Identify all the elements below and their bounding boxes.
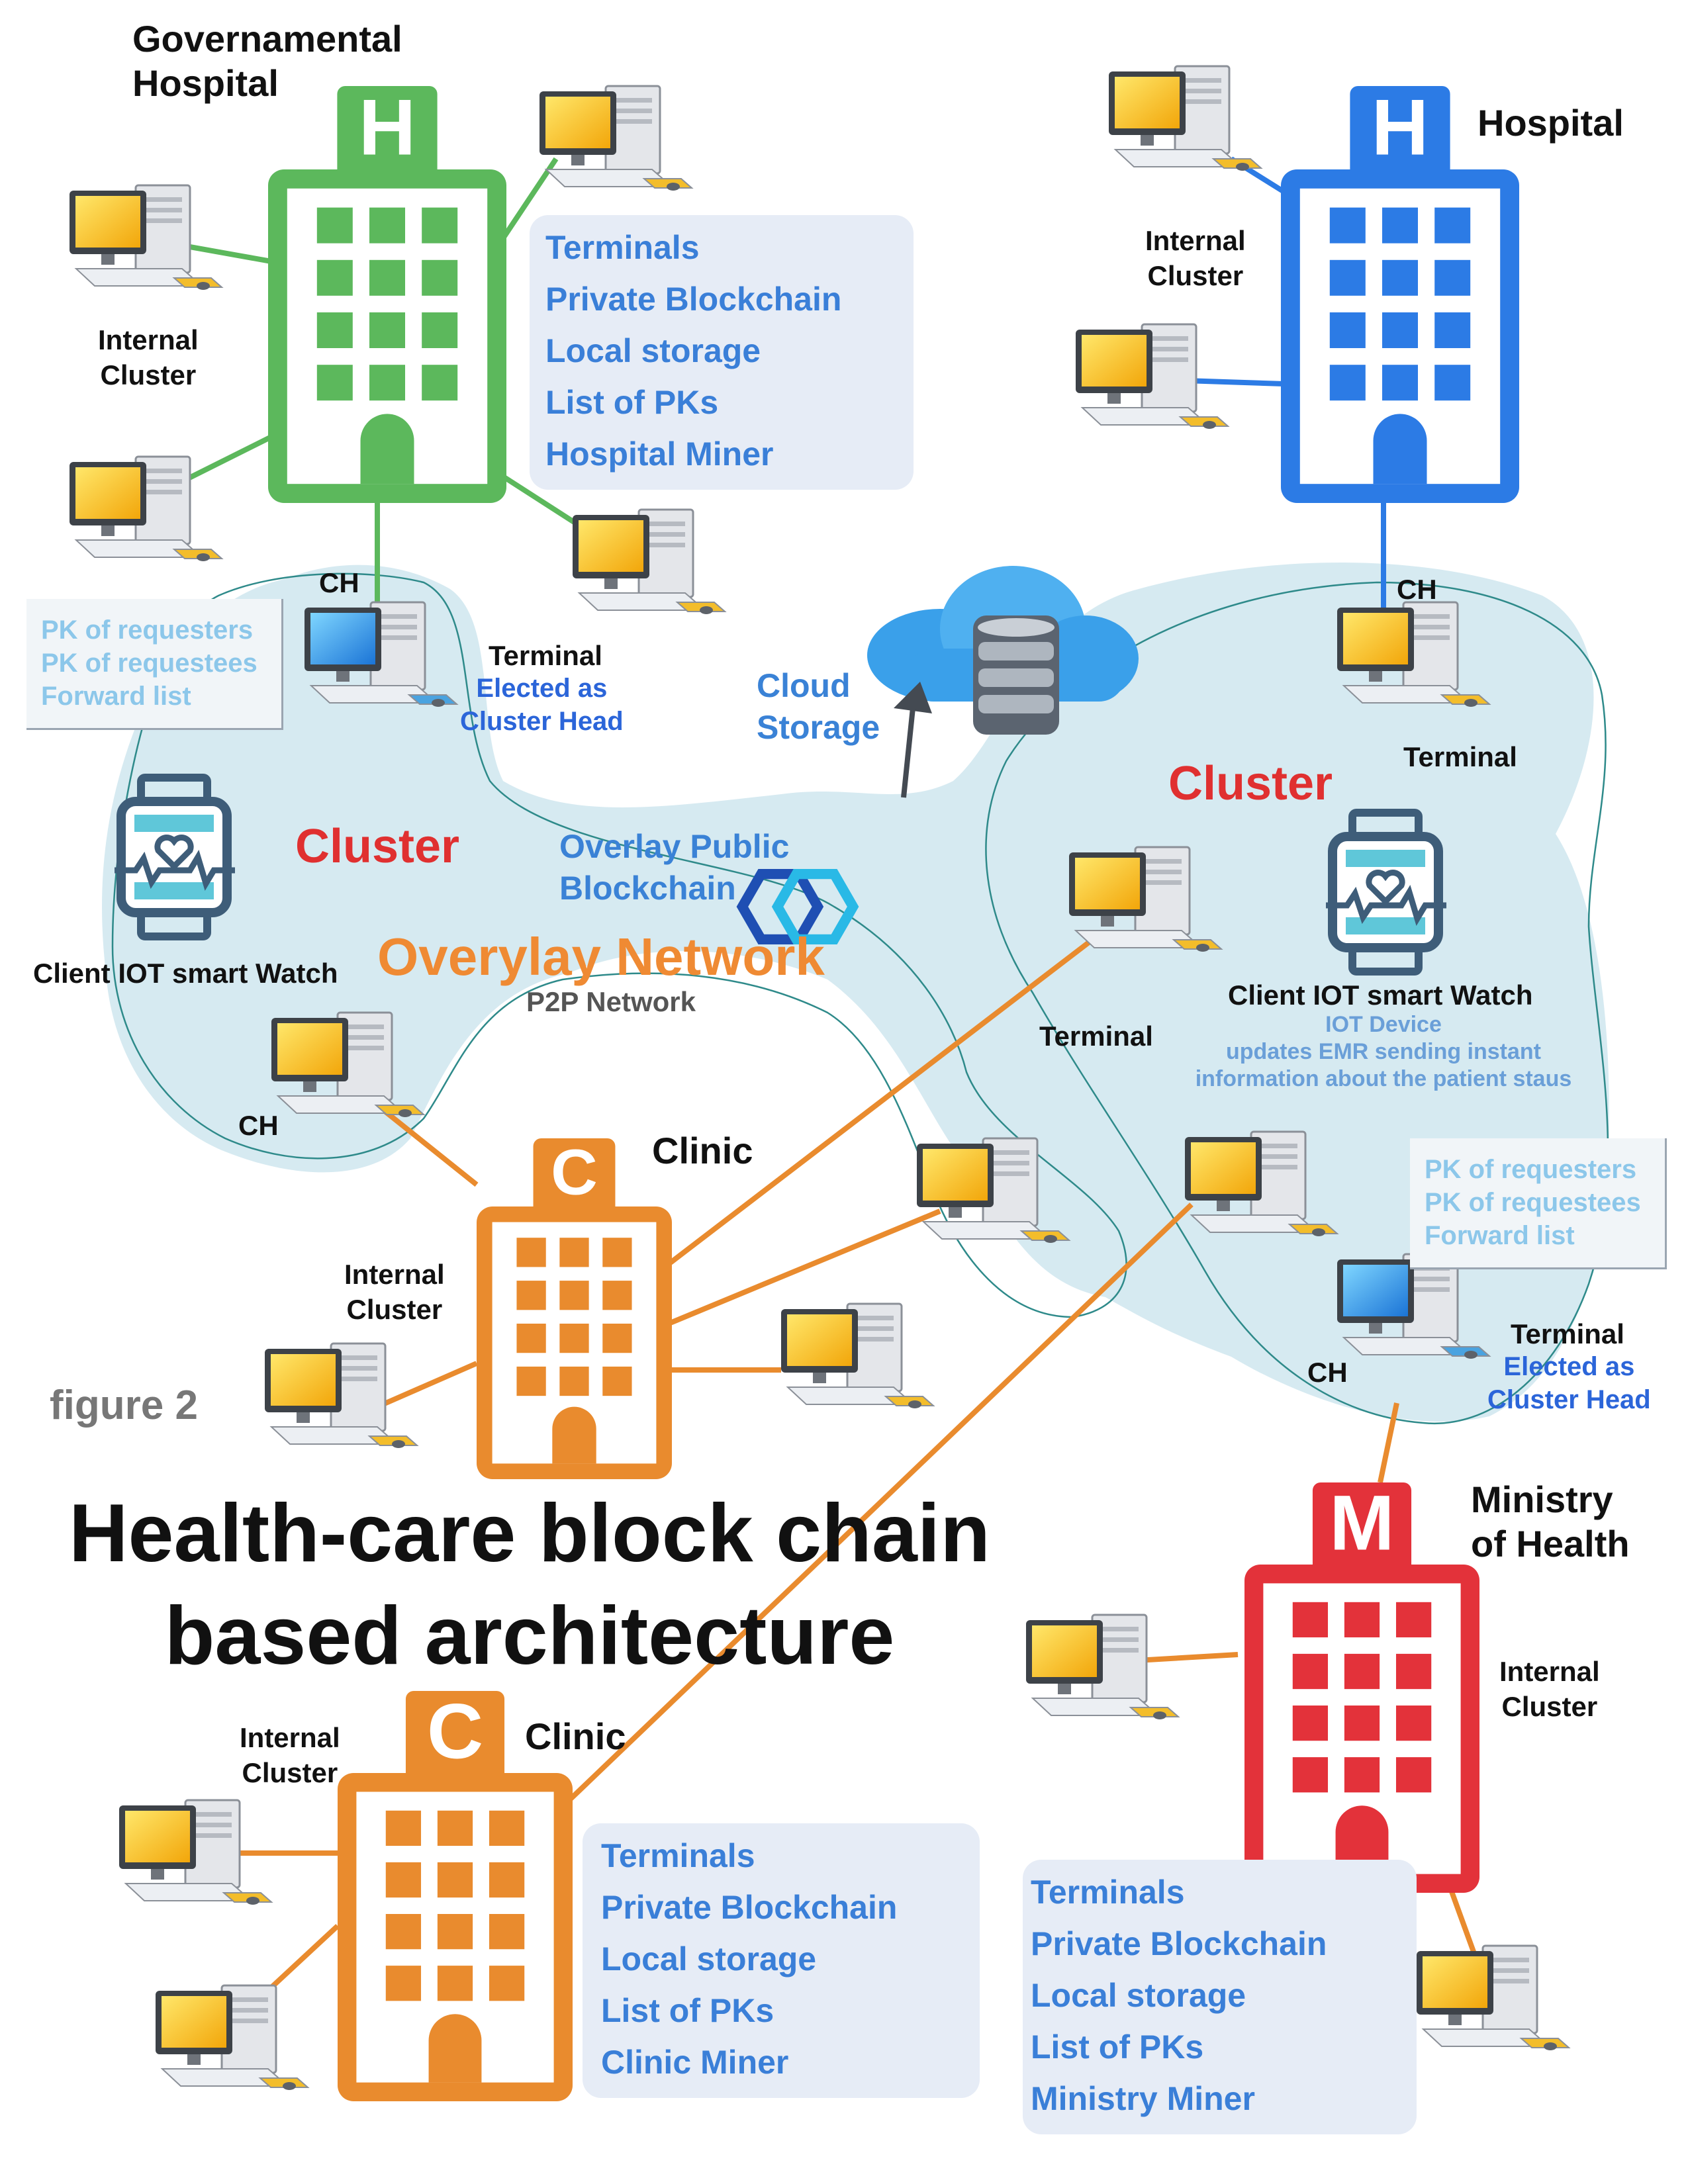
info-item: Hospital Miner [545, 435, 774, 473]
smartwatch-label-left: Client IOT smart Watch [33, 958, 338, 989]
building-icon: C [338, 1688, 573, 2101]
overlay-network-title: Overylay Network [377, 927, 825, 986]
ch-label: CH [238, 1110, 279, 1141]
info-item: List of PKs [545, 384, 719, 421]
desktop-computer-icon [780, 1302, 935, 1410]
desktop-computer-icon [68, 184, 223, 291]
pk-item: PK of requesters [1425, 1155, 1637, 1184]
building-icon: H [1281, 83, 1519, 503]
building-icon: H [268, 83, 506, 503]
info-item: Private Blockchain [1031, 1925, 1327, 1962]
pk-item: Forward list [41, 682, 191, 711]
ministry-name: Ministry of Health [1471, 1479, 1630, 1565]
info-item: Clinic Miner [601, 2044, 789, 2081]
ministry-info-list: Terminals Private Blockchain Local stora… [1031, 1866, 1327, 2124]
terminal-label: Terminal [489, 640, 602, 671]
hospital-name: Hospital [1477, 102, 1624, 144]
clinic-mid-name: Clinic [652, 1130, 753, 1171]
info-item: Local storage [601, 1940, 817, 1978]
figure-label: figure 2 [50, 1383, 198, 1428]
cluster-label-left: Cluster [295, 820, 460, 873]
ministry-info-box: Terminals Private Blockchain Local stora… [1023, 1860, 1417, 2134]
gov-hospital-info-list: Terminals Private Blockchain Local stora… [545, 222, 841, 480]
info-item: Terminals [1031, 1874, 1185, 1911]
building-letter: H [1372, 83, 1429, 171]
gov-hospital-name: Governamental Hospital [132, 18, 402, 105]
pk-list-box-right: PK of requesters PK of requestees Forwar… [1410, 1138, 1667, 1269]
overlay-network-subtitle: P2P Network [526, 986, 696, 1017]
building-letter: M [1329, 1479, 1394, 1567]
clinic-info-box: Terminals Private Blockchain Local stora… [583, 1823, 980, 2098]
smartwatch-icon-right [1326, 813, 1446, 972]
building-letter: C [551, 1135, 598, 1208]
orange-links [238, 937, 1479, 2014]
info-item: Local storage [545, 332, 761, 369]
desktop-computer-icon [1074, 323, 1229, 430]
desktop-computer-icon [263, 1342, 418, 1449]
desktop-computer-icon [571, 508, 726, 615]
cloud-database-icon [867, 566, 1139, 735]
building-letter: C [427, 1688, 483, 1775]
info-item: List of PKs [1031, 2028, 1204, 2066]
terminal-label: Terminal [1511, 1318, 1624, 1349]
smartwatch-label-right: Client IOT smart Watch [1228, 979, 1533, 1011]
info-item: Terminals [545, 229, 700, 266]
pk-item: PK of requestees [1425, 1188, 1641, 1217]
overlay-network-region [102, 563, 1609, 1422]
terminal-label: Terminal [1403, 741, 1517, 772]
info-item: Local storage [1031, 1977, 1246, 2014]
clinic-bottom-name: Clinic [525, 1715, 626, 1757]
gov-hospital-info-box: Terminals Private Blockchain Local stora… [530, 215, 914, 490]
pk-item: PK of requesters [41, 615, 254, 645]
ch-label: CH [1397, 574, 1437, 605]
info-item: Terminals [601, 1837, 755, 1874]
page-title: Health-care block chain based architectu… [68, 1488, 991, 1682]
cluster-label-right: Cluster [1168, 757, 1333, 810]
info-item: Ministry Miner [1031, 2080, 1255, 2117]
info-item: Private Blockchain [601, 1889, 898, 1926]
desktop-computer-icon [1107, 65, 1262, 172]
desktop-computer-icon [154, 1984, 309, 2091]
building-icon: M [1244, 1479, 1479, 1893]
building-letter: H [359, 83, 416, 171]
desktop-computer-icon [1415, 1944, 1570, 2052]
pk-list-box-left: PK of requesters PK of requestees Forwar… [26, 599, 283, 730]
smartwatch-icon-left [115, 778, 235, 936]
cloud-upload-arrow [901, 701, 916, 798]
desktop-computer-icon [538, 85, 693, 192]
ch-label: CH [319, 567, 359, 598]
iot-device-description: IOT Device updates EMR sending instant i… [1195, 1012, 1572, 1091]
terminal-label: Terminal [1039, 1021, 1153, 1052]
building-icon: C [477, 1135, 672, 1479]
desktop-computer-icon [1025, 1614, 1180, 1721]
ch-label: CH [1307, 1357, 1348, 1388]
pk-item: PK of requestees [41, 649, 258, 678]
pk-item: Forward list [1425, 1221, 1575, 1250]
info-item: List of PKs [601, 1992, 774, 2029]
clinic-info-list: Terminals Private Blockchain Local stora… [601, 1830, 897, 2088]
info-item: Private Blockchain [545, 281, 842, 318]
green-links [177, 157, 598, 622]
